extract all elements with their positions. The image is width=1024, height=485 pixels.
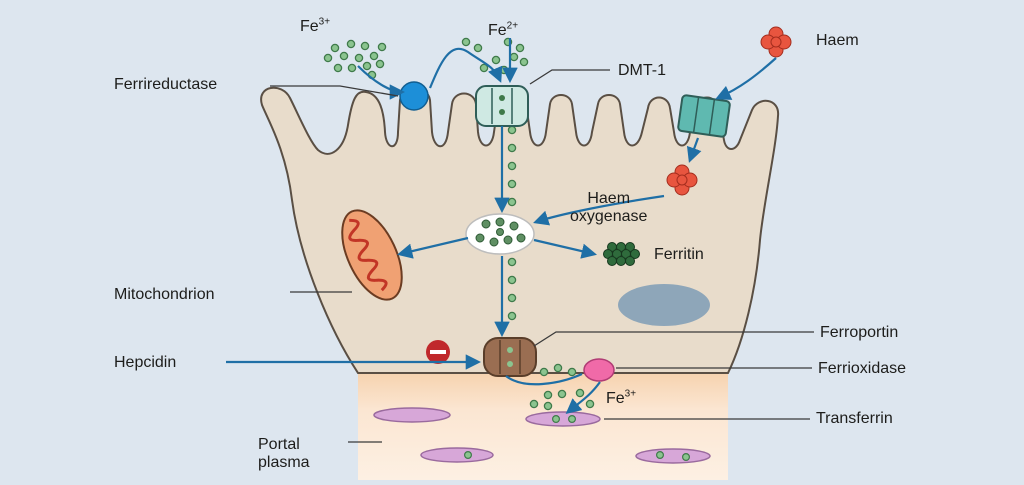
fe3-bottom-base: Fe (606, 390, 625, 407)
mitochondrion (341, 209, 403, 301)
fe3-bottom-charge: 3+ (624, 388, 637, 400)
label-ferrioxidase: Ferrioxidase (818, 360, 907, 377)
ferrireductase-protein (399, 81, 429, 111)
fe2-top-charge: 2+ (506, 20, 519, 32)
pathway-arrows (226, 38, 777, 414)
portal-plasma-region (358, 372, 728, 480)
leader-lines (270, 69, 814, 443)
label-portal-plasma: Portal plasma (258, 436, 310, 473)
nucleus (618, 284, 710, 326)
label-ferroportin: Ferroportin (820, 324, 899, 341)
portal-plasma-line2: plasma (258, 454, 310, 472)
label-ferrireductase: Ferrireductase (114, 76, 218, 93)
label-transferrin: Transferrin (816, 410, 893, 427)
label-dmt1: DMT-1 (618, 62, 666, 79)
label-fe2-top: Fe2+ (488, 20, 519, 40)
label-hepcidin: Hepcidin (114, 354, 177, 371)
haem-transporter (677, 94, 731, 138)
dmt1-transporter (475, 85, 529, 127)
label-mitochondrion: Mitochondrion (114, 286, 215, 303)
label-fe3-bottom: Fe3+ (606, 388, 637, 408)
iron-pool-dots (475, 217, 526, 247)
fe3-top-charge: 3+ (318, 16, 331, 28)
portal-plasma-line1: Portal (258, 436, 300, 453)
iron-dots (323, 37, 595, 411)
fe3-top-base: Fe (300, 18, 319, 35)
label-haem-oxygenase: Haem oxygenase (570, 190, 647, 227)
label-haem: Haem (816, 32, 859, 49)
fe2-top-base: Fe (488, 22, 507, 39)
haem-oxygenase-line2: oxygenase (570, 208, 648, 226)
label-ferritin: Ferritin (654, 246, 704, 263)
haem-molecule-top (760, 26, 792, 58)
haem-molecule-cell (666, 164, 698, 196)
label-fe3-top: Fe3+ (300, 16, 331, 36)
transferrin-molecules (373, 407, 711, 464)
ferrioxidase-protein (583, 358, 615, 382)
haem-oxygenase-line1: Haem (587, 190, 631, 207)
ferritin-cluster (603, 242, 640, 266)
hepcidin-inhibitor-icon (426, 340, 450, 364)
ferroportin-transporter (483, 337, 537, 377)
transferrin-iron (464, 415, 690, 462)
